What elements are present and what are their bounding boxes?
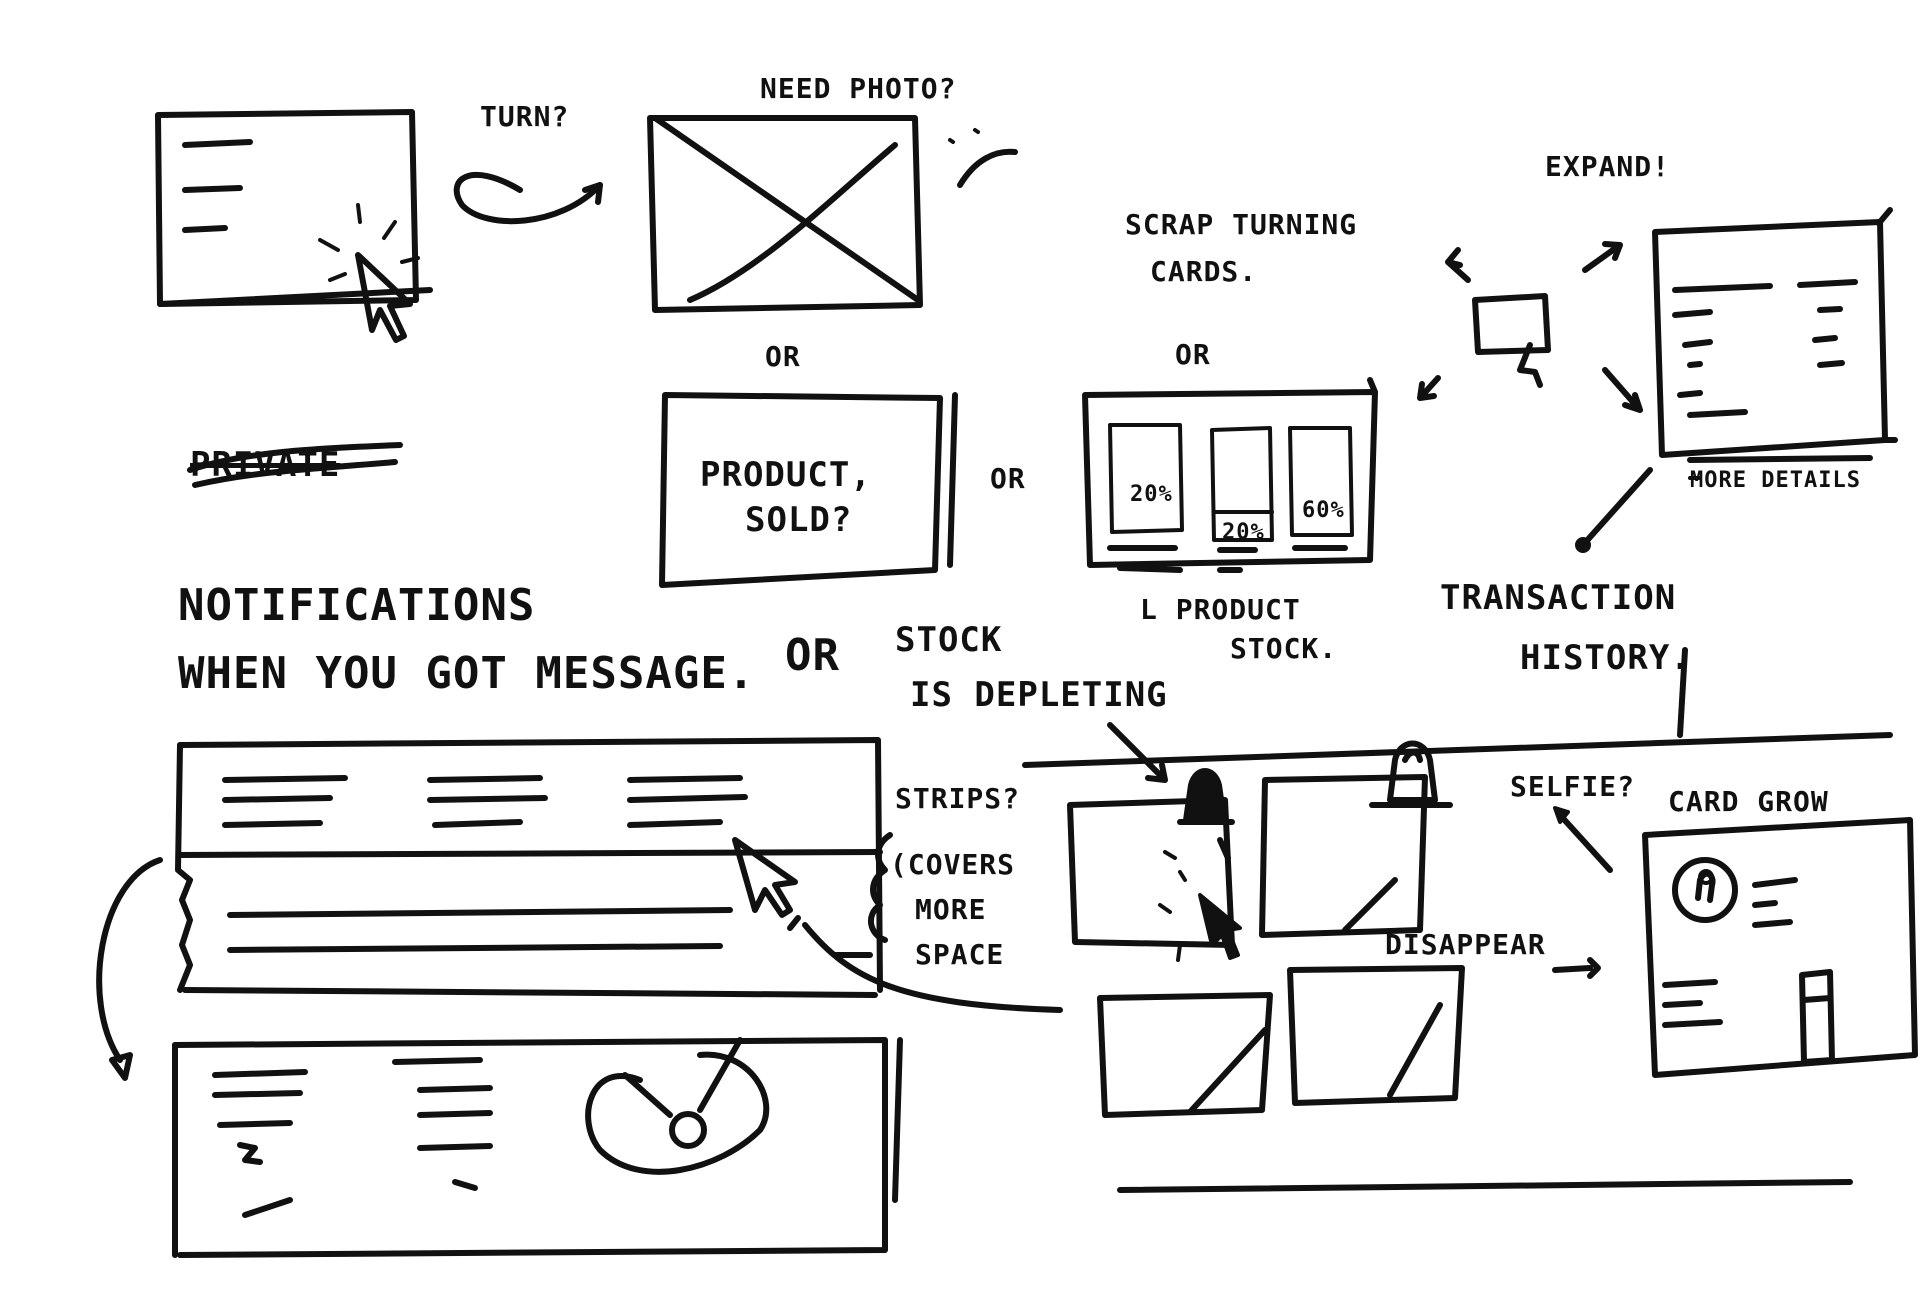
note-selfie: SELFIE? — [1510, 770, 1636, 803]
note-or-big: OR — [785, 630, 840, 681]
note-card-grow: CARD GROW — [1668, 785, 1829, 818]
card-value-1: 20% — [1130, 482, 1173, 507]
card-value-2: 20% — [1222, 520, 1265, 545]
selfie-pointer — [1553, 806, 1613, 873]
note-product-stock-1: L PRODUCT — [1140, 593, 1301, 626]
product-sold-box — [659, 392, 958, 588]
card-value-3: 60% — [1302, 498, 1345, 523]
note-scrap-turning-2: CARDS. — [1150, 255, 1258, 288]
loop-arrow — [96, 857, 163, 1081]
note-product-sold-2: SOLD? — [745, 500, 853, 540]
note-turn: TURN? — [480, 100, 570, 133]
note-more-details: MORE DETAILS — [1690, 468, 1861, 493]
note-product-sold-1: PRODUCT, — [700, 455, 872, 495]
note-expand: EXPAND! — [1545, 150, 1671, 183]
disappear-arrow — [1552, 957, 1601, 979]
depleting-arrow — [1107, 722, 1168, 783]
note-need-photo: NEED PHOTO? — [760, 72, 957, 105]
note-covers-3: SPACE — [915, 938, 1005, 971]
notification-strips-sketch — [175, 737, 883, 998]
strips-brace — [868, 832, 893, 943]
note-transaction-1: TRANSACTION — [1440, 578, 1677, 618]
note-or-3: OR — [990, 462, 1026, 495]
cursor-icon-3 — [1198, 893, 1242, 960]
small-card-sketch — [1417, 247, 1551, 401]
note-covers-2: MORE — [915, 893, 987, 926]
cursor-icon — [318, 203, 420, 343]
bell-icon — [1177, 768, 1235, 825]
note-or-1: OR — [765, 340, 801, 373]
stock-cards-box — [1082, 377, 1378, 573]
note-when-message: WHEN YOU GOT MESSAGE. — [178, 648, 756, 699]
expand-arrows — [1575, 241, 1653, 553]
bell-icon-outline — [1369, 740, 1453, 808]
crossed-out-scribble — [187, 442, 403, 488]
note-strips: STRIPS? — [895, 782, 1021, 815]
photo-placeholder-sketch — [647, 115, 1018, 313]
expanded-notification-card — [172, 1037, 903, 1258]
history-pointer — [1677, 647, 1688, 738]
note-stock-1: STOCK — [895, 620, 1003, 660]
notification-grid-sketch — [1022, 732, 1893, 1193]
note-transaction-2: HISTORY. — [1520, 638, 1692, 678]
note-product-stock-2: STOCK. — [1230, 632, 1338, 665]
turn-arrow — [453, 171, 603, 225]
tap-card-sketch — [155, 109, 433, 307]
note-stock-2: IS DEPLETING — [910, 675, 1168, 715]
note-disappear: DISAPPEAR — [1385, 928, 1546, 961]
profile-card-sketch — [1642, 817, 1918, 1078]
note-scrap-turning-1: SCRAP TURNING — [1125, 208, 1358, 241]
crossed-out-word: PRIVATE — [190, 445, 341, 485]
note-or-2: OR — [1175, 338, 1211, 371]
curved-arrow — [802, 922, 1063, 1013]
expanded-card-sketch — [1652, 207, 1898, 480]
note-notifications: NOTIFICATIONS — [178, 580, 536, 631]
cursor-icon-2 — [732, 837, 801, 931]
note-covers-1: (COVERS — [890, 848, 1016, 881]
